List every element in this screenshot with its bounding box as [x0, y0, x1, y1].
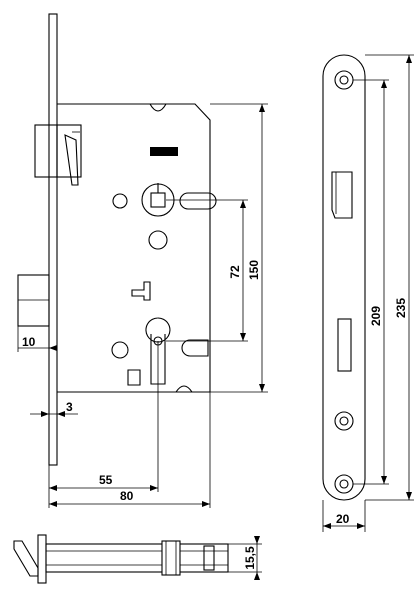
- dimension-72-label: 72: [228, 265, 242, 279]
- lock-top-view: [13, 534, 262, 584]
- top-view-cylinder: [161, 540, 181, 576]
- faceplate-screw-bottom: [334, 474, 354, 494]
- dimension-235: 235: [394, 55, 412, 500]
- follower-hub: [141, 183, 175, 217]
- top-view-latch: [13, 540, 39, 577]
- fixing-hole-lower-left: [111, 341, 129, 359]
- lock-case-outline: [57, 103, 211, 393]
- dimension-15-5-label: 15,5: [243, 546, 257, 570]
- faceplate-outline: [322, 54, 366, 501]
- lock-front-view: [17, 13, 248, 492]
- dimension-235-label: 235: [394, 298, 408, 318]
- faceplate-deadbolt-opening: [337, 318, 352, 372]
- dimension-150-label: 150: [247, 260, 261, 280]
- fixing-hole-left: [112, 193, 128, 209]
- dead-bolt: [17, 274, 50, 327]
- dimension-72: 72: [228, 200, 246, 341]
- fixing-slot-lower-right: [181, 339, 209, 357]
- dimension-3-label: 3: [66, 400, 73, 414]
- dimension-20-label: 20: [336, 512, 350, 526]
- dimension-209: 209: [369, 80, 387, 484]
- lower-tab: [127, 369, 141, 386]
- dimension-20: 20: [322, 500, 366, 532]
- lever-stop: [131, 281, 151, 301]
- dimension-10: 10: [17, 326, 57, 352]
- dimension-55-label: 55: [99, 473, 113, 487]
- faceplate-view: [322, 54, 414, 501]
- faceplate-screw-top: [334, 70, 354, 90]
- case-slot-top: [150, 147, 178, 156]
- faceplate-latch-opening: [331, 171, 353, 219]
- dimension-10-label: 10: [22, 335, 36, 349]
- fixing-hole-middle: [148, 230, 168, 250]
- top-view-forend: [37, 534, 47, 584]
- fixing-slot-right: [179, 192, 217, 210]
- dimension-80-label: 80: [120, 489, 134, 503]
- dimension-3: 3: [30, 400, 78, 417]
- dimension-80: 80: [49, 392, 211, 508]
- dimension-15-5: 15,5: [243, 536, 260, 580]
- dimension-150: 150: [210, 103, 268, 393]
- case-top-notch: [149, 103, 167, 112]
- faceplate-screw-middle: [334, 411, 354, 431]
- latch-bolt: [34, 124, 82, 186]
- top-view-case: [45, 543, 229, 573]
- dimension-209-label: 209: [369, 306, 383, 326]
- dimension-55: 55: [48, 465, 158, 508]
- top-view-follower: [203, 545, 215, 571]
- case-bottom-notch: [175, 385, 193, 393]
- forend-bar: [48, 13, 58, 466]
